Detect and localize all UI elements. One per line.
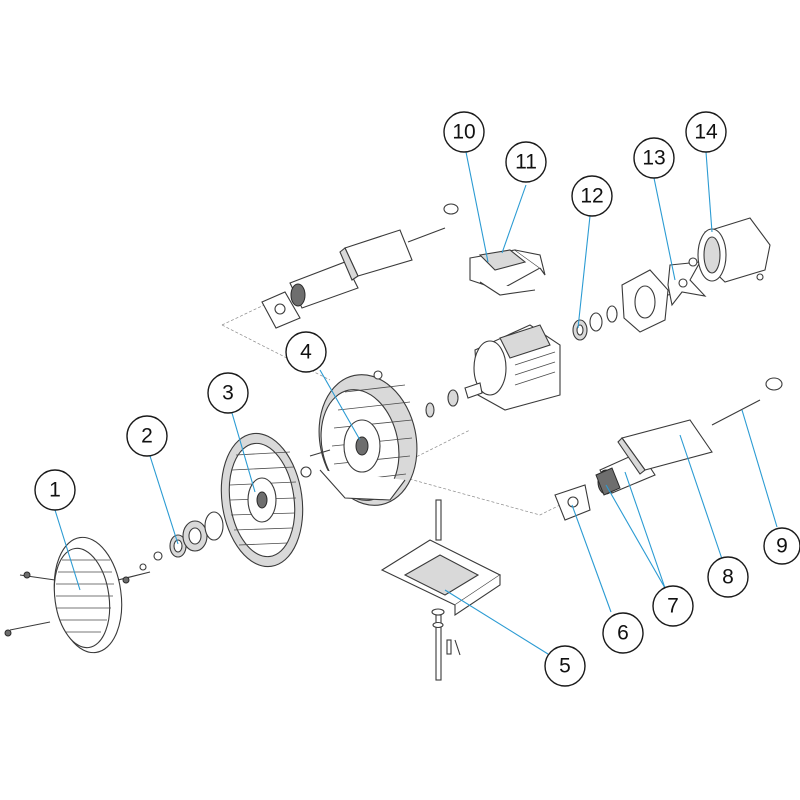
callout-2-label: 2 bbox=[141, 425, 153, 448]
leader-5 bbox=[444, 589, 549, 655]
part-motor-fan-cover bbox=[697, 217, 771, 283]
callout-3-label: 3 bbox=[222, 382, 234, 405]
callout-5-label: 5 bbox=[559, 655, 571, 678]
callout-13: 13 bbox=[633, 137, 675, 179]
callout-10-label: 10 bbox=[452, 121, 475, 144]
leader-6 bbox=[571, 504, 612, 613]
part-silencer-housing-lower bbox=[617, 419, 713, 475]
callout-3: 3 bbox=[207, 372, 249, 414]
part-blower-housing bbox=[300, 370, 459, 506]
part-silencer-upper bbox=[261, 203, 459, 329]
part-impeller bbox=[220, 432, 304, 568]
leader-4 bbox=[319, 369, 361, 441]
leader-1 bbox=[54, 509, 81, 591]
leader-11 bbox=[501, 184, 527, 254]
leader-9 bbox=[741, 409, 778, 528]
callout-7: 7 bbox=[652, 585, 694, 627]
part-terminal-box bbox=[469, 249, 546, 296]
leader-10 bbox=[465, 151, 489, 263]
part-flange-lower bbox=[554, 484, 591, 521]
callout-10: 10 bbox=[443, 111, 485, 153]
callout-9: 9 bbox=[763, 527, 800, 565]
part-mounting-bracket bbox=[380, 499, 502, 681]
leader-2 bbox=[149, 455, 179, 545]
callout-11-label: 11 bbox=[515, 151, 537, 174]
part-end-shield bbox=[621, 269, 681, 333]
leader-13 bbox=[653, 177, 676, 281]
callout-11: 11 bbox=[505, 141, 547, 183]
callout-8-label: 8 bbox=[722, 566, 734, 589]
callout-4-label: 4 bbox=[300, 341, 312, 364]
leader-7b bbox=[624, 471, 666, 589]
callout-1-label: 1 bbox=[49, 479, 61, 502]
part-motor bbox=[464, 324, 561, 411]
callout-14: 14 bbox=[685, 111, 727, 153]
leader-7a bbox=[605, 484, 666, 589]
part-motor-fan bbox=[667, 257, 707, 307]
leader-3 bbox=[231, 412, 256, 493]
part-tie-rod-lower bbox=[711, 377, 783, 426]
callout-5: 5 bbox=[544, 645, 586, 687]
part-motor-bearings bbox=[572, 305, 618, 341]
leader-lines bbox=[54, 151, 778, 655]
callout-1: 1 bbox=[34, 469, 76, 511]
callout-9-label: 9 bbox=[776, 535, 788, 558]
callout-7-label: 7 bbox=[667, 595, 679, 618]
leader-14 bbox=[705, 151, 713, 233]
callout-8: 8 bbox=[707, 556, 749, 598]
callout-6-label: 6 bbox=[617, 622, 629, 645]
callout-12-label: 12 bbox=[580, 185, 603, 208]
callout-13-label: 13 bbox=[642, 147, 665, 170]
callout-2: 2 bbox=[126, 415, 168, 457]
callout-6: 6 bbox=[602, 612, 644, 654]
leader-12 bbox=[577, 215, 591, 329]
callout-4: 4 bbox=[285, 331, 327, 373]
part-fan-cover bbox=[4, 536, 163, 654]
leader-8 bbox=[679, 434, 723, 560]
callout-12: 12 bbox=[571, 175, 613, 217]
part-bearing-spacer bbox=[169, 511, 224, 558]
callout-14-label: 14 bbox=[694, 121, 718, 144]
